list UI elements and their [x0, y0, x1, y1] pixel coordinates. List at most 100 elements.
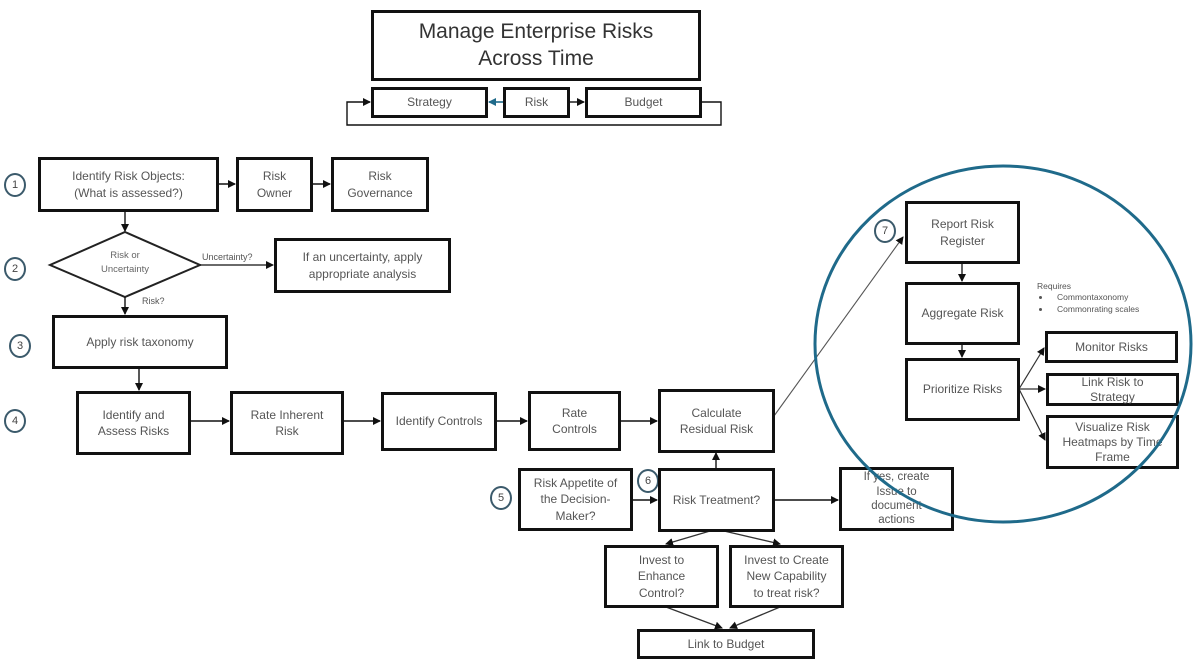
arrow-enhance-to-budget	[665, 606, 723, 630]
node-text: Heatmaps by Time	[1062, 434, 1163, 449]
identify-controls-box[interactable]: Identify Controls	[381, 392, 497, 451]
requires-item: Commonrating scales	[1051, 304, 1139, 315]
arrow-residual-to-report	[773, 236, 904, 417]
node-text: Rate Inherent	[250, 407, 324, 422]
calculate-residual-risk-box[interactable]: Calculate Residual Risk	[658, 389, 775, 453]
identify-assess-box[interactable]: Identify and Assess Risks	[76, 391, 191, 455]
node-text: If an uncertainty, apply	[302, 250, 423, 265]
step-marker-5: 5	[490, 486, 512, 510]
step-number: 5	[497, 492, 505, 504]
title-line-2: Across Time	[478, 46, 594, 70]
node-text: Risk	[368, 169, 392, 184]
budget-box[interactable]: Budget	[585, 87, 702, 118]
aggregate-risk-box[interactable]: Aggregate Risk	[905, 282, 1020, 345]
node-text: Visualize Risk	[1075, 419, 1150, 434]
step-number: 4	[11, 415, 19, 427]
visualize-heatmaps-box[interactable]: Visualize Risk Heatmaps by Time Frame	[1046, 415, 1179, 469]
requires-note: Requires Commontaxonomy Commonrating sca…	[1037, 281, 1139, 315]
node-text: the Decision-	[540, 492, 611, 507]
arrow-treatment-to-enhance	[665, 530, 711, 546]
node-text: Controls	[552, 422, 597, 436]
node-text: Strategy	[1090, 389, 1135, 404]
step-marker-6: 6	[637, 469, 659, 493]
rate-controls-box[interactable]: Rate Controls	[528, 391, 621, 451]
node-text: New Capability	[746, 569, 827, 584]
link-to-budget-box[interactable]: Link to Budget	[637, 629, 815, 659]
node-text: to treat risk?	[753, 585, 820, 600]
rate-inherent-risk-box[interactable]: Rate Inherent Risk	[230, 391, 344, 455]
node-text: Identify Risk Objects:	[72, 169, 185, 184]
risk-governance-box[interactable]: Risk Governance	[331, 157, 429, 212]
node-text: Identify Controls	[395, 414, 483, 429]
risk-label: Risk	[524, 95, 549, 110]
node-text: Link to Budget	[687, 636, 765, 651]
invest-enhance-control-box[interactable]: Invest to Enhance Control?	[604, 545, 719, 608]
risk-appetite-box[interactable]: Risk Appetite of the Decision- Maker?	[518, 468, 633, 531]
node-text: Control?	[638, 585, 685, 600]
step-number: 3	[16, 340, 24, 352]
node-text: Link Risk to	[1081, 375, 1144, 390]
node-text: Report Risk	[931, 217, 994, 232]
uncertainty-analysis-box[interactable]: If an uncertainty, apply appropriate ana…	[274, 238, 451, 293]
title-line-1: Manage Enterprise Risks	[418, 20, 654, 44]
node-text: Risk	[275, 424, 299, 438]
requires-heading: Requires	[1037, 281, 1072, 291]
step-number: 2	[11, 263, 19, 275]
step-number: 1	[11, 179, 19, 191]
risk-treatment-box[interactable]: Risk Treatment?	[658, 468, 775, 532]
node-text: Owner	[256, 185, 293, 200]
risk-box[interactable]: Risk	[503, 87, 570, 118]
node-text: Maker?	[555, 508, 596, 523]
step-marker-7: 7	[874, 219, 896, 243]
create-issue-box[interactable]: If yes, create Issue to document actions	[839, 467, 954, 531]
risk-owner-box[interactable]: Risk Owner	[236, 157, 313, 212]
requires-item: Commontaxonomy	[1051, 292, 1139, 303]
identify-risk-objects-box[interactable]: Identify Risk Objects: (What is assessed…	[38, 157, 219, 212]
arrow-budget-loop-to-strategy	[346, 98, 722, 126]
arrow-prioritize-to-monitor	[1018, 347, 1045, 390]
node-text: Enhance	[637, 569, 686, 584]
link-risk-strategy-box[interactable]: Link Risk to Strategy	[1046, 373, 1179, 406]
step-marker-2: 2	[4, 257, 26, 281]
step-marker-1: 1	[4, 173, 26, 197]
node-text: Risk Treatment?	[672, 492, 761, 507]
node-text: Governance	[347, 185, 413, 200]
node-text: Risk	[262, 169, 287, 184]
node-text: Issue to	[876, 485, 917, 498]
node-text: Residual Risk	[679, 422, 754, 436]
strategy-box[interactable]: Strategy	[371, 87, 488, 118]
step-marker-4: 4	[4, 409, 26, 433]
node-text: Risk or	[110, 250, 140, 261]
step-number: 6	[644, 475, 652, 487]
node-text: Identify and	[102, 407, 165, 422]
node-text: Invest to	[638, 553, 685, 568]
node-text: Uncertainty	[100, 264, 150, 276]
apply-taxonomy-box[interactable]: Apply risk taxonomy	[52, 315, 228, 369]
node-text: document	[871, 500, 922, 512]
budget-label: Budget	[624, 95, 663, 110]
risk-edge-label: Risk?	[142, 296, 165, 306]
invest-new-capability-box[interactable]: Invest to Create New Capability to treat…	[729, 545, 844, 608]
uncertainty-edge-label: Uncertainty?	[202, 252, 253, 262]
node-text: Invest to Create	[744, 553, 829, 568]
prioritize-risks-box[interactable]: Prioritize Risks	[905, 358, 1020, 421]
arrow-prioritize-to-visualize	[1018, 388, 1046, 441]
step-number: 7	[881, 225, 889, 237]
arrow-treatment-to-create	[723, 530, 781, 547]
report-risk-register-box[interactable]: Report Risk Register	[905, 201, 1020, 264]
node-text: appropriate analysis	[308, 266, 417, 281]
decision-label: Risk or Uncertainty	[75, 249, 175, 278]
node-text: Risk Appetite of	[533, 476, 618, 491]
strategy-label: Strategy	[407, 95, 452, 110]
node-text: Monitor Risks	[1075, 339, 1148, 354]
node-text: If yes, create	[863, 471, 930, 484]
node-text: Prioritize Risks	[922, 382, 1003, 397]
node-text: Register	[940, 233, 985, 248]
node-text: Calculate	[691, 405, 742, 420]
node-text: (What is assessed?)	[74, 185, 183, 200]
node-text: Apply risk taxonomy	[86, 334, 194, 349]
step-marker-3: 3	[9, 334, 31, 358]
monitor-risks-box[interactable]: Monitor Risks	[1045, 331, 1178, 363]
node-text: actions	[878, 514, 915, 527]
